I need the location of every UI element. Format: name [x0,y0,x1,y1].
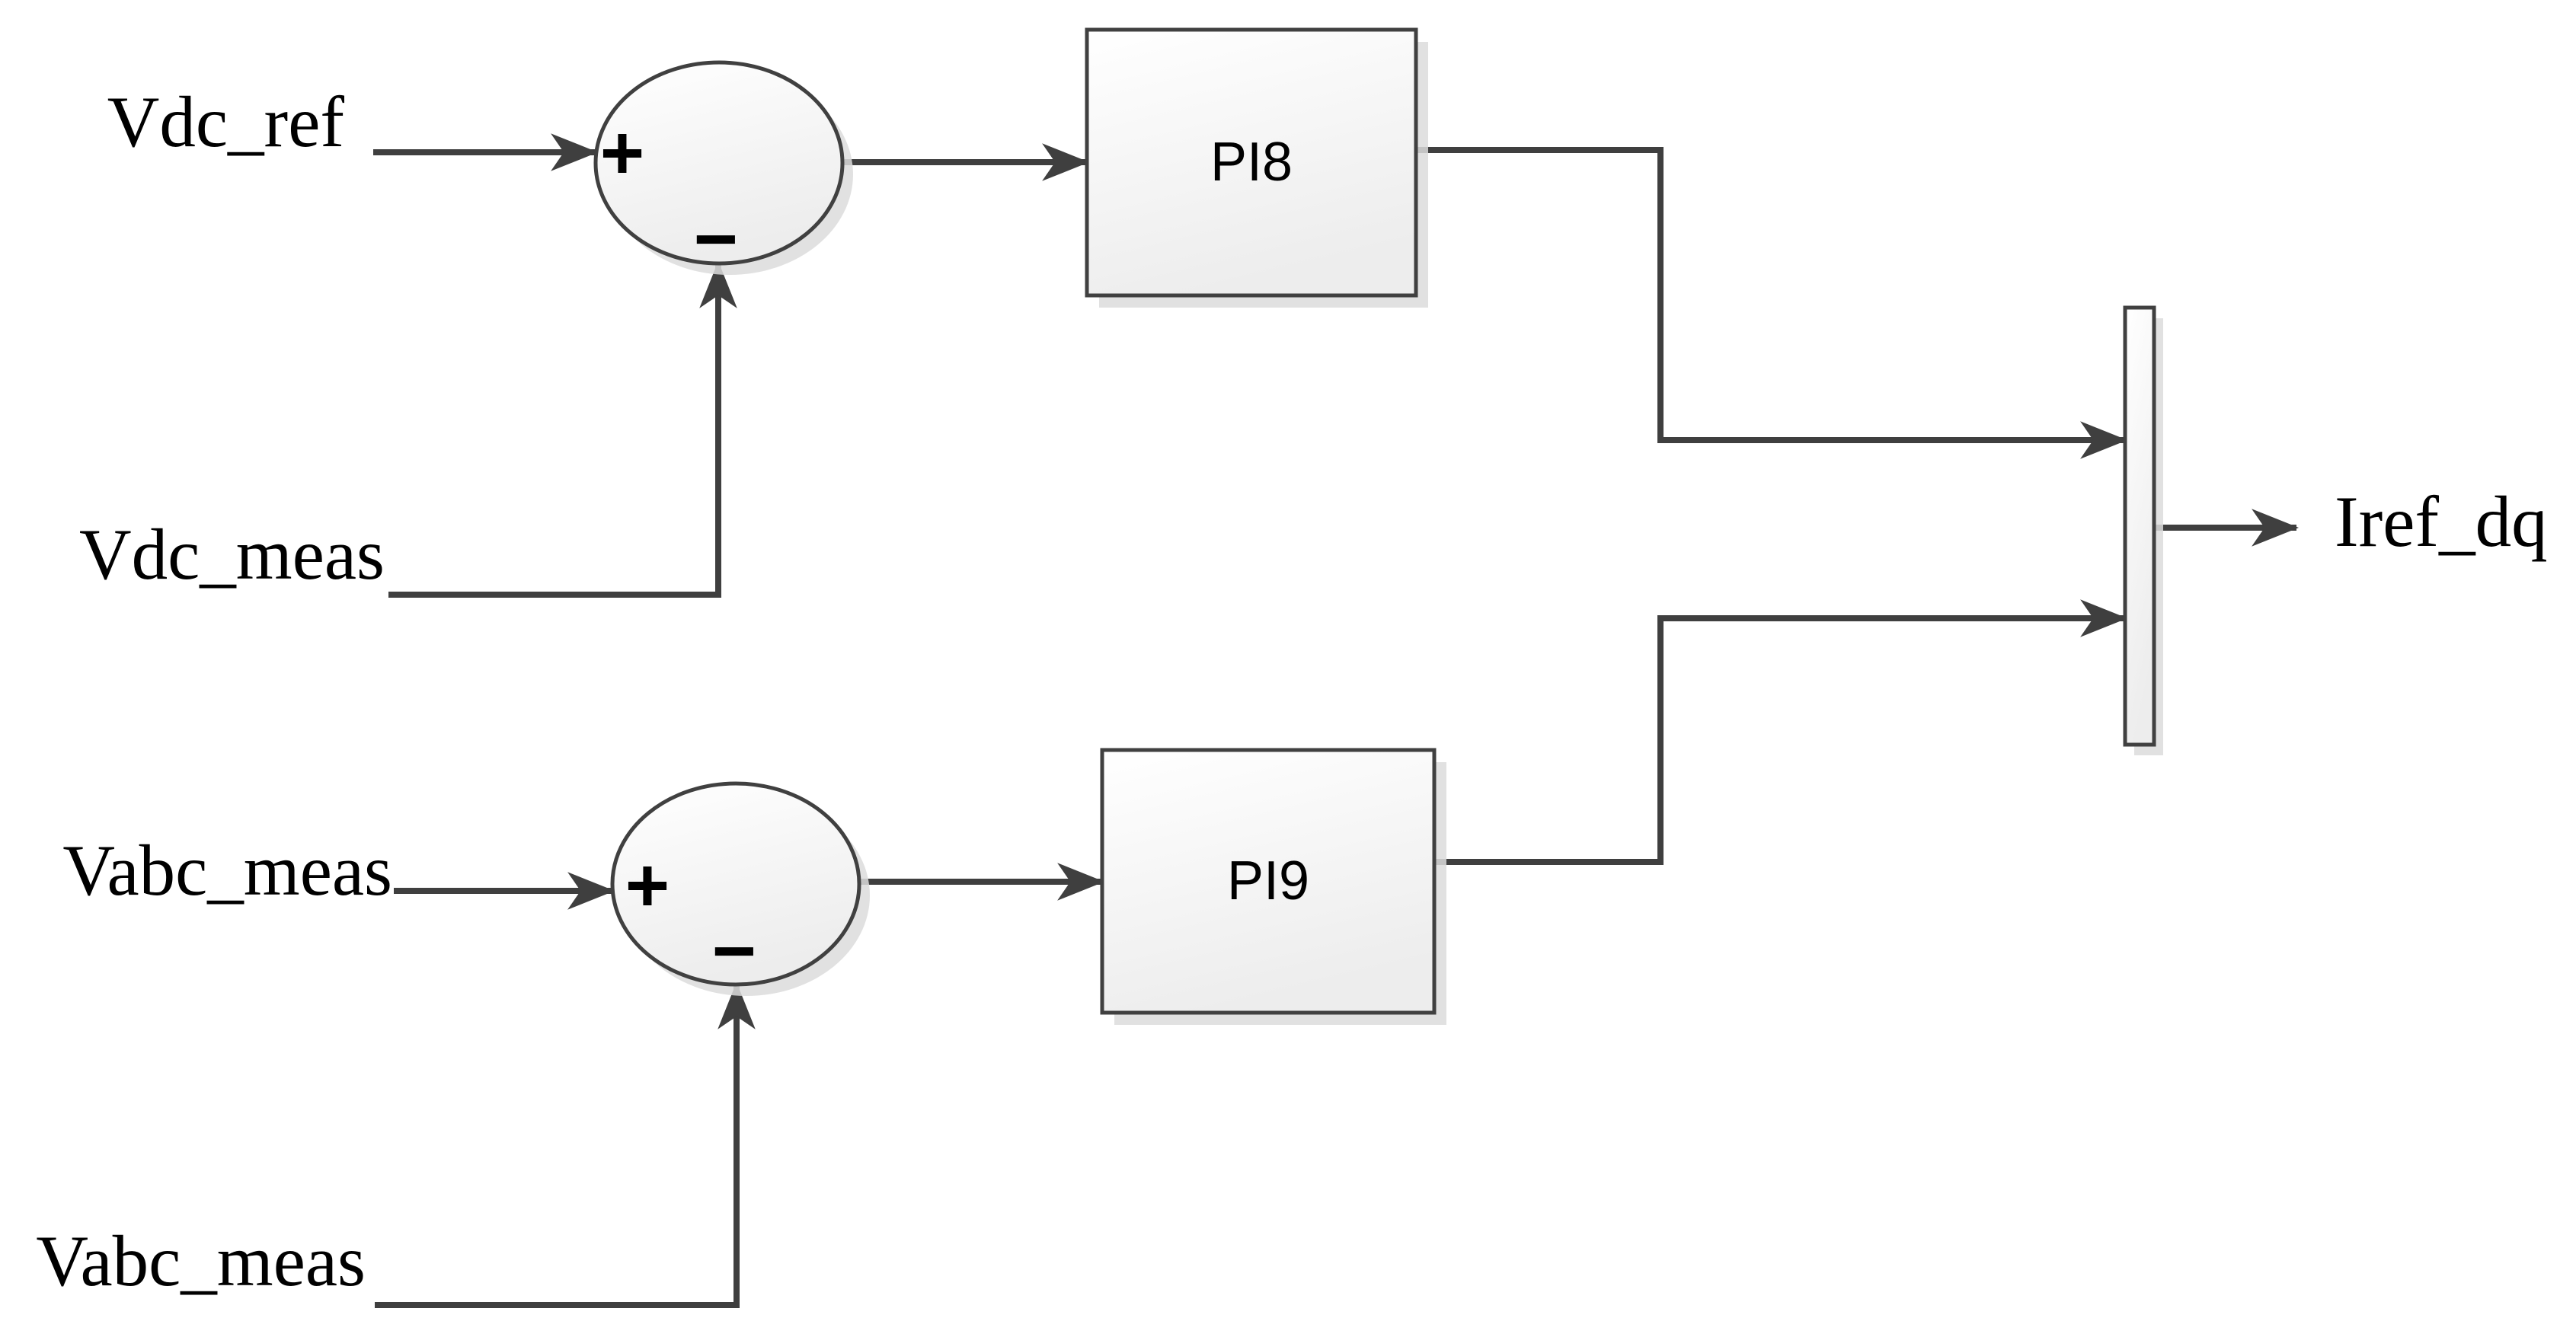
connector-pi8-to-mux [1416,147,2128,459]
sum-junction-1 [593,60,845,266]
sum-junction-2 [610,781,861,987]
label-iref-dq: Iref_dq [2335,481,2548,562]
sum1-plus-sign: + [600,110,644,196]
sum2-minus-sign: − [712,908,756,994]
label-vdc-meas: Vdc_meas [79,514,385,595]
sum1-minus-sign: − [694,196,738,282]
label-vabc-meas-bottom: Vabc_meas [36,1221,366,1301]
sum2-plus-sign: + [625,843,670,928]
label-vdc-ref: Vdc_ref [107,81,345,162]
mux-bar [2123,305,2156,747]
pi8-block-label: PI8 [1210,132,1293,193]
connector-pi9-to-mux [1434,599,2128,865]
connector-vabc-meas2-to-sum2 [375,981,756,1308]
label-vabc-meas-mid: Vabc_meas [62,830,392,911]
pi9-block [1100,748,1437,1015]
pi9-block-label: PI9 [1227,851,1309,911]
connector-vdc-meas-to-sum1 [388,260,737,598]
pi8-block [1085,27,1418,298]
